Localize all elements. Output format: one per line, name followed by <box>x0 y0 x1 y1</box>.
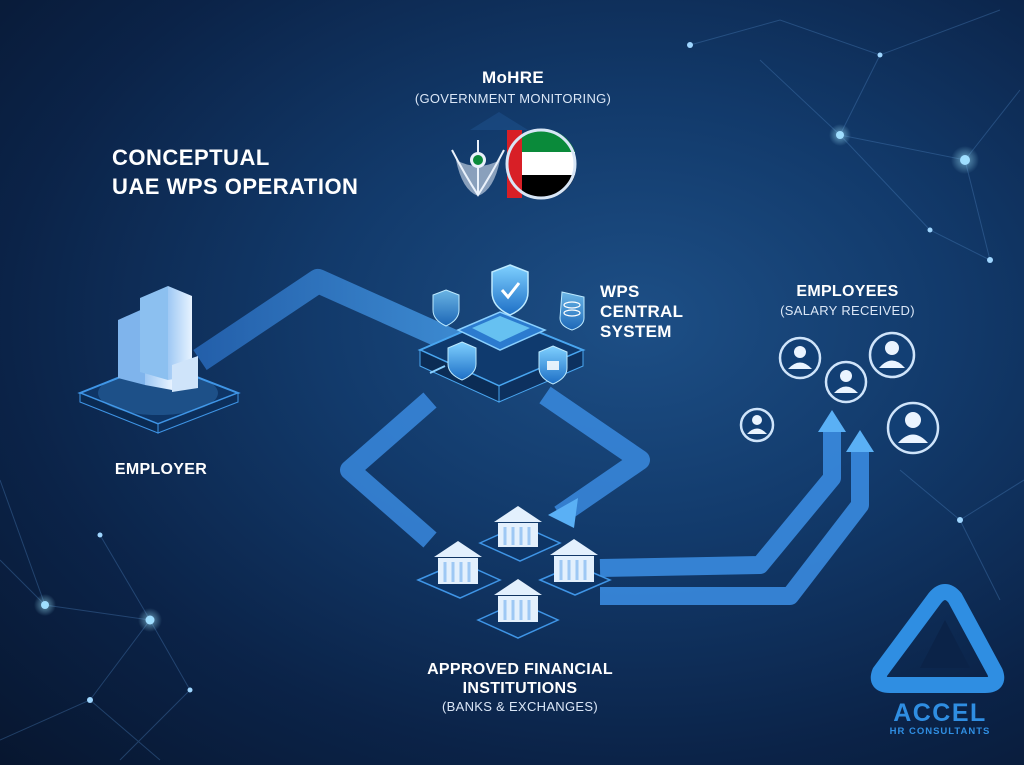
institutions-line-2: INSTITUTIONS <box>462 680 578 697</box>
uae-flag-icon <box>505 128 577 200</box>
diagram-title: CONCEPTUAL UAE WPS OPERATION <box>112 143 358 201</box>
uae-emblem-icon <box>451 140 505 197</box>
mohre-label: MoHRE (GOVERNMENT MONITORING) <box>398 68 628 106</box>
employees-description: (SALARY RECEIVED) <box>780 303 915 318</box>
flow-ribbons <box>193 112 874 605</box>
flow-wps-to-banks-loop <box>340 386 650 548</box>
shield-left-icon <box>432 289 460 327</box>
shield-lower-left-icon <box>447 341 477 381</box>
employee-avatar-icon <box>886 401 940 455</box>
flow-banks-to-employees-2 <box>600 450 869 605</box>
bank-icon-bottom <box>494 579 542 622</box>
mohre-name: MoHRE <box>482 68 544 87</box>
wps-line-1: WPS <box>600 282 640 301</box>
employee-avatar-icon <box>739 407 775 443</box>
mohre-description: (GOVERNMENT MONITORING) <box>414 91 612 106</box>
institutions-description: (BANKS & EXCHANGES) <box>442 699 598 714</box>
brand-block: ACCEL HR CONSULTANTS <box>872 700 1008 737</box>
flow-upward-arrow-head <box>470 112 528 130</box>
flow-arrow-employees-1 <box>818 410 846 432</box>
bank-icon-left <box>434 541 482 584</box>
brand-name: ACCEL <box>893 699 987 727</box>
employer-building-icon <box>77 286 241 434</box>
institutions-label: APPROVED FINANCIAL INSTITUTIONS (BANKS &… <box>390 660 650 714</box>
database-icon <box>559 291 585 331</box>
employees-name: EMPLOYEES <box>796 283 899 300</box>
employer-label: EMPLOYER <box>114 461 208 478</box>
employee-avatar-icons <box>739 331 940 455</box>
title-line-1: CONCEPTUAL <box>112 145 270 170</box>
shield-check-icon <box>491 264 529 316</box>
employee-avatar-icon <box>824 360 868 404</box>
bank-icon-top <box>494 506 542 547</box>
title-line-2: UAE WPS OPERATION <box>112 174 359 199</box>
institutions-line-1: APPROVED FINANCIAL <box>427 661 613 678</box>
employee-avatar-icon <box>778 336 822 380</box>
flow-arrow-to-banks <box>548 498 578 528</box>
accel-logo-icon <box>870 584 1005 693</box>
employees-label: EMPLOYEES (SALARY RECEIVED) <box>750 283 945 318</box>
wps-line-2: CENTRAL <box>600 302 684 321</box>
flow-arrow-employees-2 <box>846 430 874 452</box>
flow-banks-to-employees-1 <box>599 430 841 577</box>
wps-label: WPS CENTRAL SYSTEM <box>600 282 683 342</box>
bank-icon-right <box>550 539 598 582</box>
lock-shield-icon <box>538 345 568 385</box>
employee-avatar-icon <box>868 331 916 379</box>
wps-line-3: SYSTEM <box>600 322 672 341</box>
flow-employer-to-wps <box>193 269 475 370</box>
brand-tagline: HR CONSULTANTS <box>889 726 991 737</box>
